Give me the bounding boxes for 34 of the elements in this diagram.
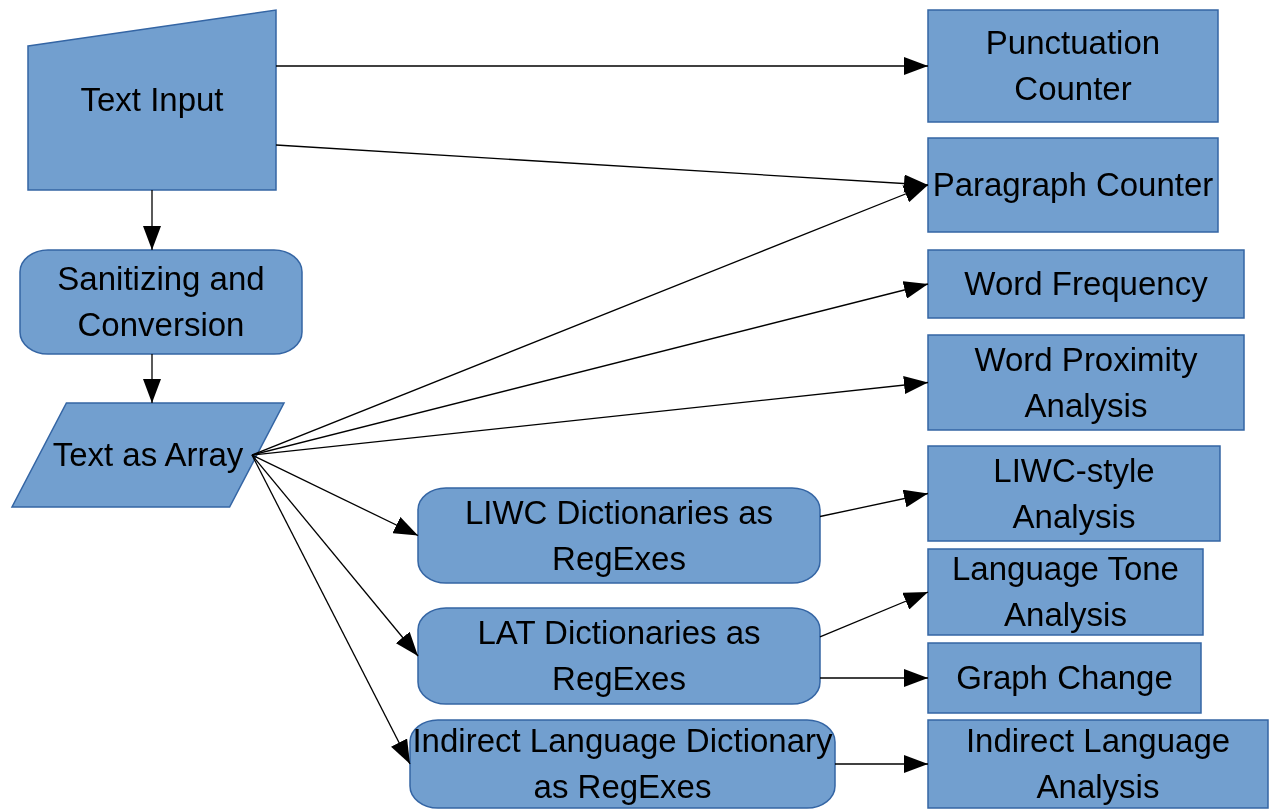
process-box bbox=[928, 446, 1220, 541]
node-label: Text as Array bbox=[51, 435, 245, 476]
node-label: LIWC Dictionaries as RegExes bbox=[463, 492, 775, 579]
arrow bbox=[251, 184, 929, 456]
process-box bbox=[928, 549, 1203, 635]
node-label: Indirect Language Analysis bbox=[964, 721, 1232, 807]
node-label: Graph Change bbox=[955, 658, 1174, 699]
arrow bbox=[143, 353, 161, 404]
data-parallelogram bbox=[12, 403, 284, 507]
process-box bbox=[928, 138, 1218, 232]
node-label: Paragraph Counter bbox=[931, 165, 1215, 206]
node-label: Indirect Language Dictionary as RegExes bbox=[411, 721, 834, 807]
rounded-process-box bbox=[418, 488, 820, 583]
process-box bbox=[928, 643, 1201, 713]
node-label: Sanitizing and Conversion bbox=[56, 259, 266, 345]
node-label: Word Frequency bbox=[963, 264, 1209, 305]
process-box bbox=[928, 250, 1244, 318]
node-label: Word Proximity Analysis bbox=[973, 339, 1199, 426]
arrow bbox=[251, 454, 419, 657]
process-box bbox=[928, 720, 1268, 808]
arrow bbox=[251, 454, 419, 537]
manual-input-shape bbox=[28, 10, 276, 190]
process-box bbox=[928, 335, 1244, 430]
arrow bbox=[251, 376, 929, 456]
arrow bbox=[251, 454, 411, 765]
node-label: Language Tone Analysis bbox=[951, 549, 1180, 635]
node-label: LAT Dictionaries as RegExes bbox=[476, 613, 762, 699]
node-label: Punctuation Counter bbox=[984, 23, 1162, 109]
node-label: LIWC-style Analysis bbox=[992, 450, 1156, 537]
process-box bbox=[928, 10, 1218, 122]
node-label: Text Input bbox=[79, 80, 225, 121]
rounded-process-box bbox=[20, 250, 302, 354]
arrow bbox=[143, 189, 161, 251]
rounded-process-box bbox=[418, 608, 820, 704]
